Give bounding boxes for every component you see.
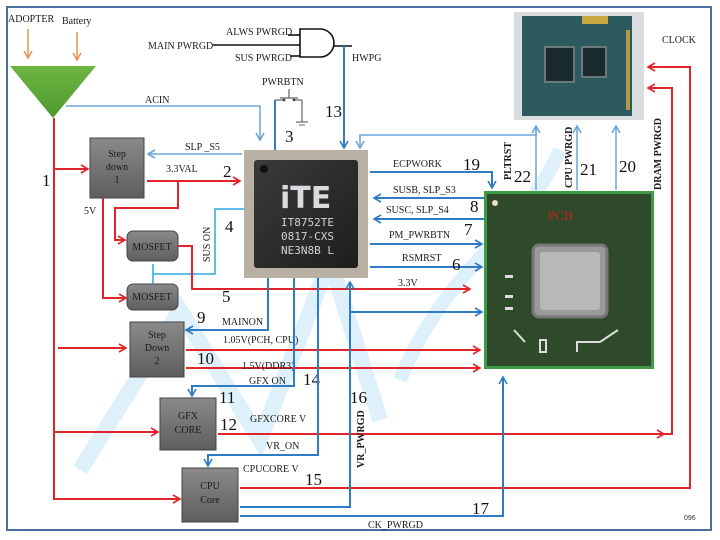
- vr-on-line: [203, 278, 319, 468]
- cpu-core-box: [181, 467, 239, 523]
- hwpg-label: HWPG: [352, 53, 381, 64]
- 5v-label: 5V: [84, 206, 97, 217]
- alws-pwrgd-label: ALWS PWRGD: [226, 27, 292, 38]
- ecpwork-line: [370, 171, 497, 190]
- slp-s5-label: SLP _S5: [185, 142, 220, 153]
- step-15: 15: [305, 470, 322, 489]
- rsmrst-label: RSMRST: [402, 253, 441, 264]
- ec-logo: iTE: [280, 181, 331, 216]
- pwrbtn-label: PWRBTN: [262, 77, 304, 88]
- sus-pwrgd-label: SUS PWRGD: [235, 53, 292, 64]
- step-5: 5: [222, 287, 231, 306]
- cpucore-v-label: CPUCORE V: [243, 464, 299, 475]
- power-source-triangle: [10, 66, 96, 118]
- sus-on-line: [153, 208, 244, 275]
- pch-chip: [484, 191, 654, 369]
- step-down-2-line3: 2: [155, 356, 160, 367]
- cpu-chip: [514, 12, 644, 120]
- step-13: 13: [325, 102, 342, 121]
- ck-pwrgd-line: [240, 375, 508, 517]
- gfx-on-line: [187, 278, 295, 398]
- step-14: 14: [303, 370, 321, 389]
- gfx-core-line2: CORE: [175, 425, 202, 436]
- step-19: 19: [463, 155, 480, 174]
- step-1: 1: [42, 171, 51, 190]
- 1v5-label: 1.5V(DDR3): [242, 361, 295, 372]
- ec-line2: 0817-CXS: [281, 230, 334, 243]
- diagram-frame: [6, 6, 712, 531]
- vr-pwrgd-label: VR_PWRGD: [356, 410, 367, 468]
- 3v3al-label: 3.3VAL: [166, 164, 198, 175]
- gfxcore-v-label: GFXCORE V: [250, 414, 307, 425]
- cpu-core-line1: CPU: [200, 481, 220, 492]
- 1v05-label: 1.05V(PCH, CPU): [223, 335, 298, 346]
- vr-on-label: VR_ON: [266, 441, 299, 452]
- ec-line3: NE3N8B L: [281, 244, 334, 257]
- step-21: 21: [580, 160, 597, 179]
- step-down-2-box: [129, 321, 185, 378]
- pm-pwrbtn-label: PM_PWRBTN: [389, 230, 450, 241]
- dram-pwrgd-label: DRAM PWRGD: [653, 118, 664, 190]
- mosfet-1-label: MOSFET: [132, 242, 171, 253]
- step-8: 8: [470, 197, 479, 216]
- vr-pwrgd-line: [240, 280, 355, 508]
- ec-chip: [254, 160, 358, 268]
- ec-pin1-mark: [260, 165, 268, 173]
- step-2: 2: [223, 162, 232, 181]
- step-22: 22: [514, 167, 531, 186]
- cpu-core-line2: Core: [200, 495, 220, 506]
- step-17: 17: [472, 499, 490, 518]
- ec-line1: IT8752TE: [281, 216, 334, 229]
- ck-pwrgd-label: CK_PWRGD: [368, 520, 423, 531]
- susc-label: SUSC, SLP_S4: [386, 205, 449, 216]
- cpu-pwrgd-label: CPU PWRGD: [564, 127, 575, 188]
- step-10: 10: [197, 349, 214, 368]
- ecpwork-label: ECPWORK: [393, 159, 443, 170]
- 5v-to-mosfet2: [102, 198, 128, 303]
- main-pwrgd-label: MAIN PWRGD: [148, 41, 213, 52]
- step-6: 6: [452, 255, 461, 274]
- step-3: 3: [285, 127, 294, 146]
- adapter-label: ADOPTER: [8, 14, 54, 25]
- step-12: 12: [220, 415, 237, 434]
- pltrst-label: PLTRST: [503, 142, 514, 180]
- mainon-label: MAINON: [222, 317, 263, 328]
- page-number: 096: [684, 515, 696, 522]
- step-9: 9: [197, 308, 206, 327]
- battery-label: Battery: [62, 16, 91, 27]
- gfx-core-line1: GFX: [178, 411, 199, 422]
- acin-label: ACIN: [145, 95, 169, 106]
- step-down-1-box: [89, 137, 145, 199]
- cpucore-v-to-clock: [240, 62, 691, 489]
- pch-label: PCH: [548, 208, 573, 223]
- mosfet-2-label: MOSFET: [132, 292, 171, 303]
- step-down-2-line2: Down: [145, 343, 169, 354]
- pwrbtn-switch[interactable]: [275, 89, 308, 126]
- step-11: 11: [219, 388, 235, 407]
- clock-label: CLOCK: [662, 35, 697, 46]
- step-4: 4: [225, 217, 234, 236]
- step-down-2-line1: Step: [148, 330, 166, 341]
- step-16: 16: [350, 388, 367, 407]
- acin-line: [66, 105, 265, 142]
- 3v3al-to-mosfet1: [114, 181, 179, 245]
- step-down-1-line1: Step: [108, 149, 126, 160]
- gfx-on-label: GFX ON: [249, 376, 286, 387]
- step-20: 20: [619, 157, 636, 176]
- mainon-line: [184, 278, 269, 335]
- step-down-1-line2: down: [106, 162, 128, 173]
- sus-on-label: SUS ON: [202, 227, 213, 262]
- 3v3-label: 3.3V: [398, 278, 419, 289]
- gfxcore-to-cpu: [646, 83, 673, 435]
- and-gate: [213, 28, 352, 58]
- step-down-1-line3: 1: [115, 175, 120, 186]
- susb-label: SUSB, SLP_S3: [393, 185, 456, 196]
- gfx-core-box: [159, 397, 217, 451]
- 3v3-line: [178, 245, 472, 294]
- step-7: 7: [464, 220, 473, 239]
